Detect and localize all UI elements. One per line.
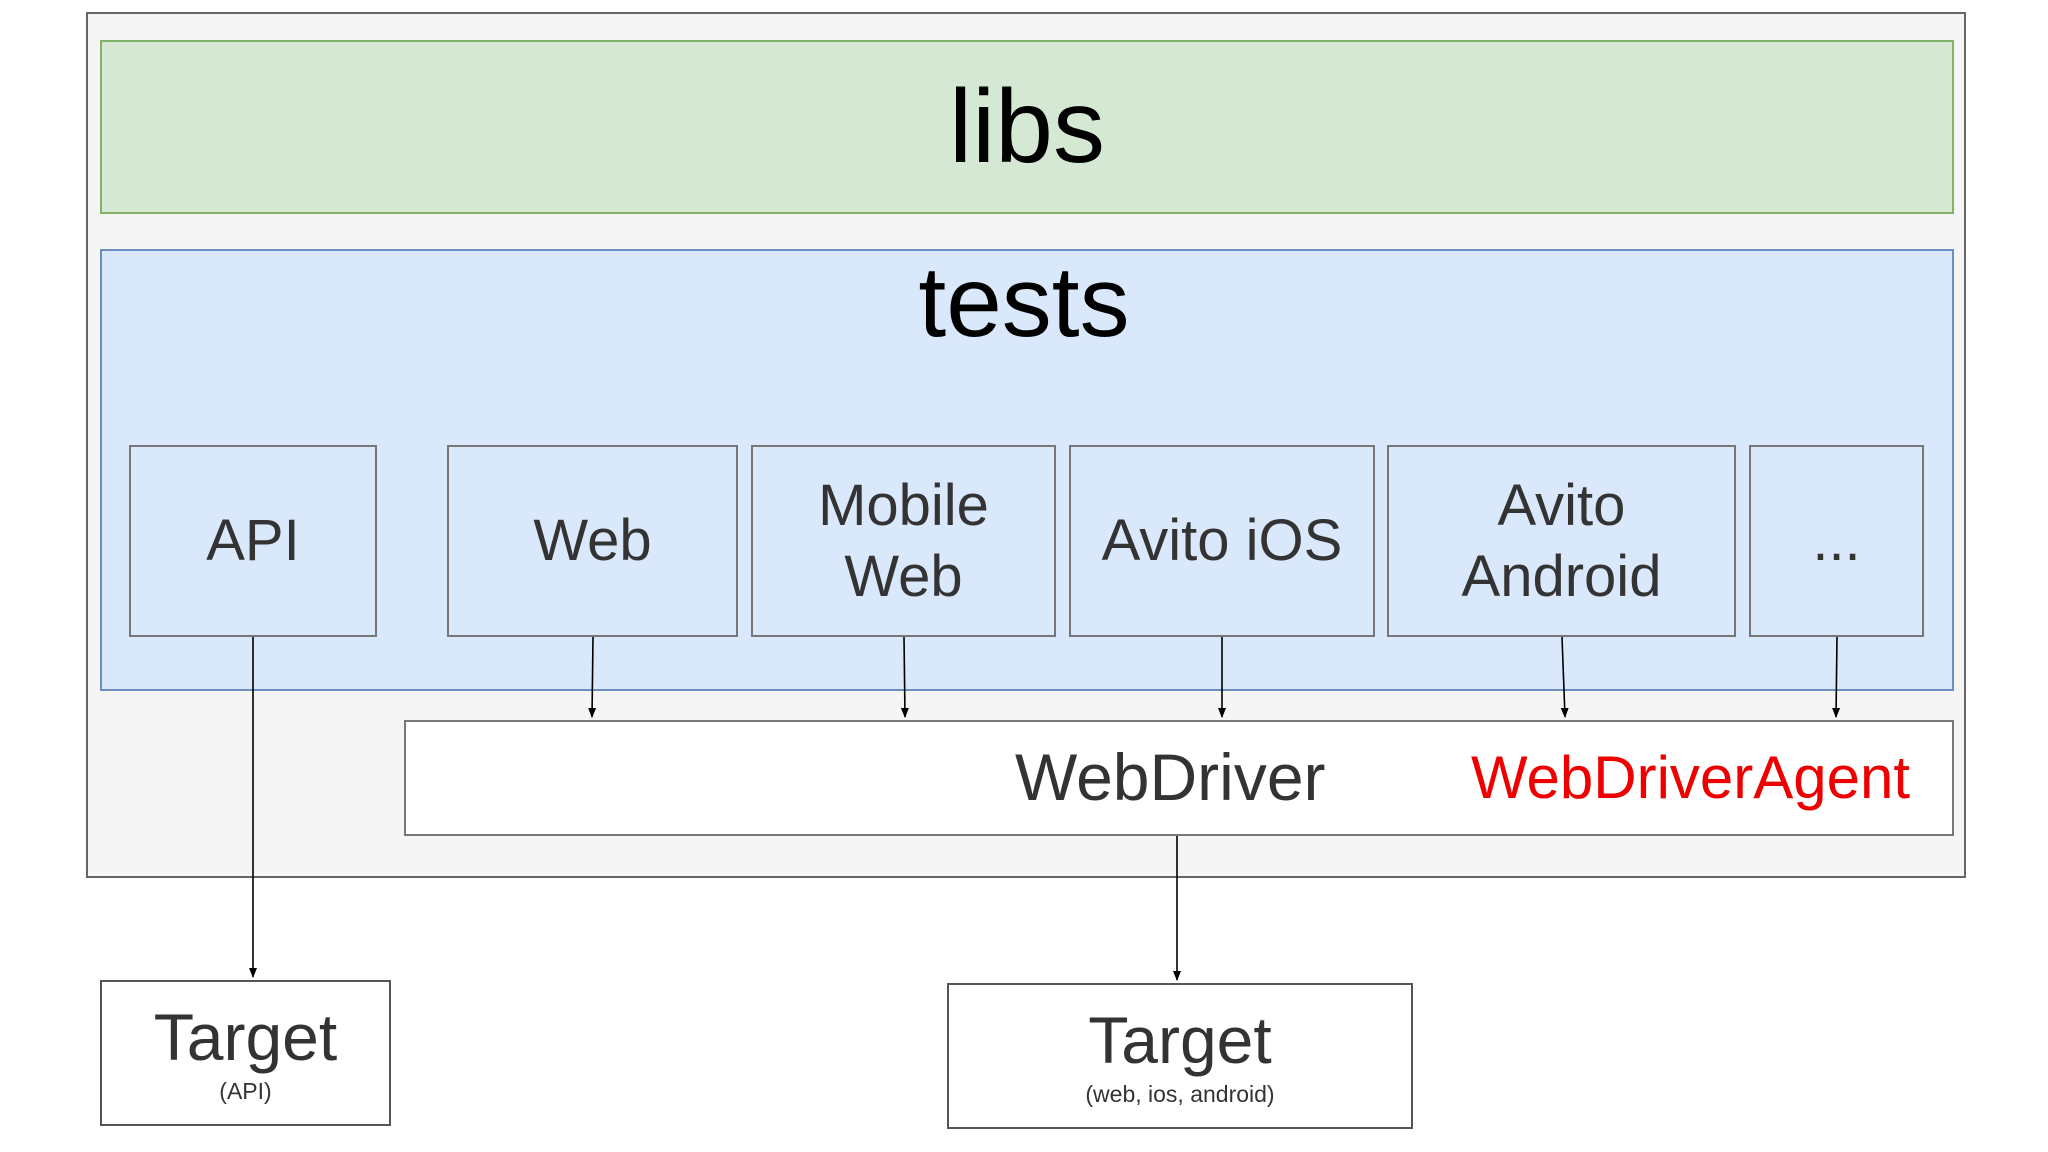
libs-layer: libs <box>100 40 1954 214</box>
test-box-more: ... <box>1749 445 1924 637</box>
target-devices-title: Target <box>1088 1003 1272 1077</box>
arrow-more-to-webdriver <box>1832 636 1841 718</box>
test-box-web: Web <box>447 445 738 637</box>
test-box-mobile-web: Mobile Web <box>751 445 1056 637</box>
libs-title: libs <box>948 69 1106 185</box>
webdriveragent-label: WebDriverAgent <box>1471 744 1911 811</box>
webdriver-box <box>404 720 1954 836</box>
test-box-avito-ios: Avito iOS <box>1069 445 1375 637</box>
target-api-title: Target <box>153 1000 338 1074</box>
webdriver-label: WebDriver <box>1015 740 1326 814</box>
test-box-api: API <box>129 445 377 637</box>
target-box-api: Target (API) <box>100 980 391 1126</box>
arrow-mobile-web-to-webdriver <box>900 636 909 718</box>
target-box-devices: Target (web, ios, android) <box>947 983 1413 1129</box>
arrow-web-to-webdriver <box>588 636 597 718</box>
test-box-avito-android: Avito Android <box>1387 445 1736 637</box>
target-api-subtitle: (API) <box>219 1078 272 1104</box>
tests-title: tests <box>918 246 1130 358</box>
arrow-avito-android-to-webdriver <box>1560 636 1569 718</box>
target-devices-subtitle: (web, ios, android) <box>1085 1081 1275 1107</box>
